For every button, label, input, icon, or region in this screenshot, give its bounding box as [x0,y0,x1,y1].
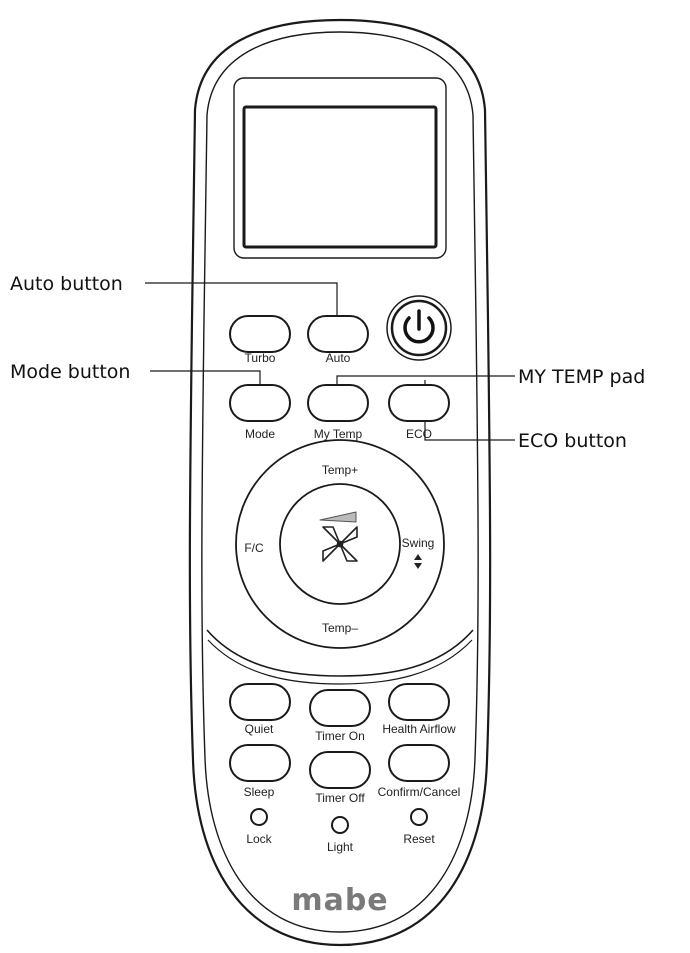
mode-leader-line [150,370,261,385]
temp-up-label[interactable]: Temp+ [322,463,358,477]
timer-on-button[interactable] [309,689,371,727]
health-airflow-button[interactable] [388,683,450,721]
swing-label[interactable]: Swing [402,536,435,550]
sleep-label: Sleep [244,785,275,799]
confirm-cancel-label: Confirm/Cancel [378,785,461,799]
brand-logo: mabe [291,883,388,918]
auto-button-callout: Auto button [10,273,123,295]
auto-leader-line [145,282,338,318]
eco-button[interactable] [388,384,450,422]
light-button[interactable] [331,816,349,834]
mode-label: Mode [245,427,275,441]
lock-label: Lock [246,832,272,846]
my-temp-leader-line [336,375,515,385]
timer-off-button[interactable] [309,751,371,789]
health-airflow-label: Health Airflow [382,722,456,736]
confirm-cancel-button[interactable] [388,744,450,782]
remote-body [188,18,492,947]
fan-icon [319,511,358,562]
mode-button[interactable] [229,384,291,422]
mode-button-callout: Mode button [10,361,130,383]
sleep-button[interactable] [229,744,291,782]
fc-label[interactable]: F/C [244,541,264,555]
temp-down-label[interactable]: Temp– [322,621,358,635]
auto-button[interactable] [307,315,369,353]
eco-label: ECO [406,427,432,441]
swing-arrows-icon [414,554,422,569]
callout-leaders [145,282,515,441]
power-icon [403,309,435,344]
timer-off-label: Timer Off [315,791,365,805]
display-screen [233,77,447,259]
quiet-button[interactable] [229,683,291,721]
lock-button[interactable] [250,808,268,826]
power-button[interactable] [386,295,452,361]
my-temp-button[interactable] [307,384,369,422]
timer-on-label: Timer On [315,729,365,743]
reset-label: Reset [403,832,435,846]
my-temp-label: My Temp [314,427,363,441]
eco-button-callout: ECO button [518,430,627,452]
reset-button[interactable] [410,808,428,826]
light-label: Light [327,840,354,854]
turbo-label: Turbo [245,351,276,365]
auto-label: Auto [326,351,351,365]
my-temp-pad-callout: MY TEMP pad [518,366,645,388]
quiet-label: Quiet [245,722,274,736]
turbo-button[interactable] [229,315,291,353]
